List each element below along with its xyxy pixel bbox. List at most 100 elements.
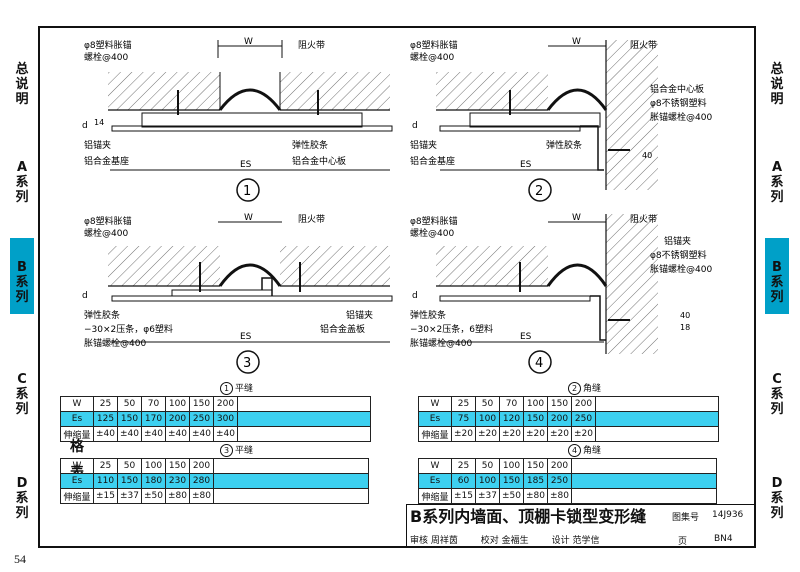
cell: ±15	[93, 488, 118, 504]
label-strip: 弹性胶条	[546, 139, 582, 151]
cell: 150	[547, 396, 572, 412]
label-clip: 铝锚夹	[346, 309, 373, 321]
detail-3: W ES d φ8塑料胀锚 螺栓@400 阻火带 弹性胶条 −30×2压条，φ6…	[82, 213, 393, 374]
sign-row: 审核 周祥茵 校对 金福生 设计 范学信	[410, 533, 599, 546]
label-bolt: φ8塑料胀锚	[410, 39, 458, 51]
cell: 150	[165, 458, 190, 474]
cell: 150	[117, 473, 142, 489]
cell: ±20	[523, 426, 548, 442]
cell: 100	[165, 396, 190, 412]
label-bolt: φ8塑料胀锚	[84, 39, 132, 51]
cell: 100	[499, 458, 524, 474]
cell: ±40	[93, 426, 118, 442]
cell: W	[60, 458, 94, 474]
group-title: 角缝	[583, 446, 602, 456]
drawing-title: B系列内墙面、顶棚卡锁型变形缝	[410, 507, 647, 526]
cell: 100	[523, 396, 548, 412]
cell: ±50	[141, 488, 166, 504]
label-d: d	[82, 121, 88, 131]
cell: 300	[213, 411, 238, 427]
cell: 伸缩量	[60, 426, 94, 442]
label-40: 40	[642, 151, 652, 160]
cell: 100	[475, 473, 500, 489]
cell: 180	[141, 473, 166, 489]
label-bolt: φ8塑料胀锚	[410, 215, 458, 227]
cell: 50	[117, 458, 142, 474]
cell: 280	[189, 473, 214, 489]
group-title: 平缝	[235, 384, 254, 394]
concrete-left	[108, 72, 220, 110]
circle-num: 2	[568, 382, 581, 395]
cell: 50	[475, 458, 500, 474]
cell: ±40	[117, 426, 142, 442]
cell: W	[418, 396, 452, 412]
label-base: 铝合金基座	[410, 155, 455, 167]
cell: 250	[189, 411, 214, 427]
cell: Es	[60, 411, 94, 427]
cell: ±80	[547, 488, 572, 504]
label-w: W	[244, 37, 253, 47]
cell: 150	[499, 473, 524, 489]
label-fire: 阻火带	[298, 40, 325, 51]
cell: 100	[141, 458, 166, 474]
cell: W	[418, 458, 452, 474]
designer: 范学信	[572, 536, 600, 546]
cell: 25	[93, 458, 118, 474]
group-title: 角缝	[583, 384, 602, 394]
cell: 150	[523, 411, 548, 427]
label-press: −30×2压条，φ6塑料	[84, 323, 173, 335]
cell: 100	[475, 411, 500, 427]
reviewer: 周祥茵	[430, 536, 458, 546]
detail-number: 3	[243, 356, 251, 371]
cell: 250	[547, 473, 572, 489]
label-es: ES	[520, 332, 532, 342]
cell: ±40	[165, 426, 190, 442]
cell: 70	[141, 396, 166, 412]
tab-zong-left[interactable]: 总说明	[10, 62, 34, 107]
label-bolt2: 螺栓@400	[84, 227, 128, 239]
circle-num: 3	[220, 444, 233, 457]
label-es: ES	[240, 332, 252, 342]
cell: ±50	[499, 488, 524, 504]
tab-label: 总说明	[770, 62, 784, 107]
label-bolt2: 螺栓@400	[410, 227, 454, 239]
cell: ±80	[523, 488, 548, 504]
cell: ±15	[451, 488, 476, 504]
cell: 60	[451, 473, 476, 489]
cell: ±20	[475, 426, 500, 442]
label-w: W	[572, 213, 581, 223]
detail-2: W ES d 40 φ8塑料胀锚 螺栓@400 阻火带 铝合金中心板 φ8不锈钢…	[410, 37, 712, 202]
cell: ±40	[141, 426, 166, 442]
detail-number: 2	[535, 184, 543, 199]
atlas-label: 图集号	[672, 513, 700, 523]
cell: 50	[475, 396, 500, 412]
cell: 25	[451, 396, 476, 412]
review-label: 审核	[410, 536, 429, 546]
circle-num: 4	[568, 444, 581, 457]
cell: 185	[523, 473, 548, 489]
tab-zong-right[interactable]: 总说明	[765, 62, 789, 107]
cell: 150	[189, 396, 214, 412]
page-no: BN4	[714, 534, 733, 544]
cell: 伸缩量	[418, 488, 452, 504]
cell: Es	[418, 411, 452, 427]
cell: 230	[165, 473, 190, 489]
cell: 120	[499, 411, 524, 427]
check-label: 校对	[480, 536, 499, 546]
drawing-frame	[38, 26, 756, 548]
cell: 110	[93, 473, 118, 489]
cell: 200	[189, 458, 214, 474]
detail-number: 4	[535, 356, 543, 371]
